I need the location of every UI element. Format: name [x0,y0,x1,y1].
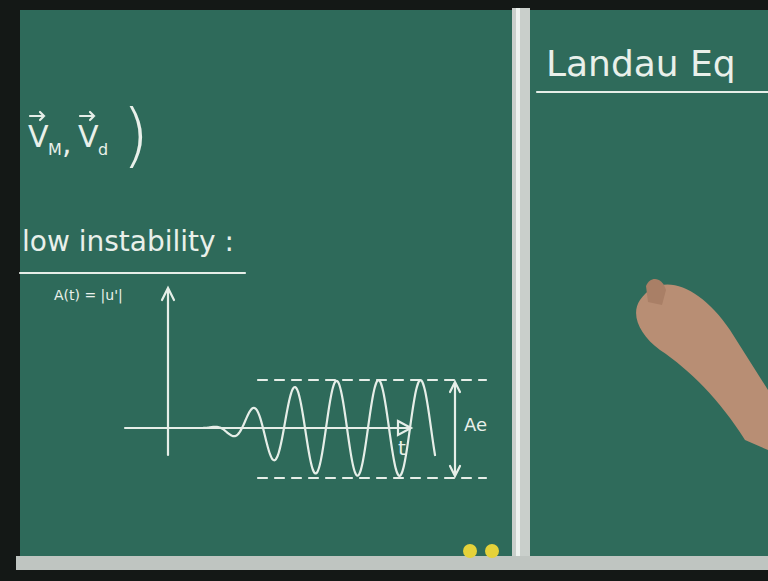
vector-arrow [80,112,94,120]
board-text: Ae [464,416,487,434]
board-text: V [78,122,99,152]
axis-label: A(t) = |u'| [54,288,123,302]
bracket-text: ) [122,100,149,170]
magnet [485,544,499,558]
arrowhead [162,288,174,300]
board-text: M [48,142,62,158]
board-text: , [62,128,72,158]
board-text: low instability : [22,228,234,256]
divider-highlight [516,8,520,560]
board-text: V [28,122,49,152]
amplitude-arrow [454,384,456,474]
lecturer-hand [646,279,666,305]
board-text: d [98,142,108,158]
growing-wave [200,380,435,476]
left-board [20,10,512,558]
board-divider [512,8,530,560]
board-text: t [398,438,406,458]
board-heading: Landau Eq [546,46,736,82]
magnet [463,544,477,558]
vector-arrow [30,112,44,120]
y-axis [167,290,169,455]
saturation-line [258,477,486,479]
arrowhead [450,382,460,476]
chalk-tray [16,556,768,570]
lecturer-arm [636,284,768,450]
saturation-line [258,379,486,381]
underline [537,91,768,93]
underline [20,272,245,274]
right-board [530,10,768,558]
